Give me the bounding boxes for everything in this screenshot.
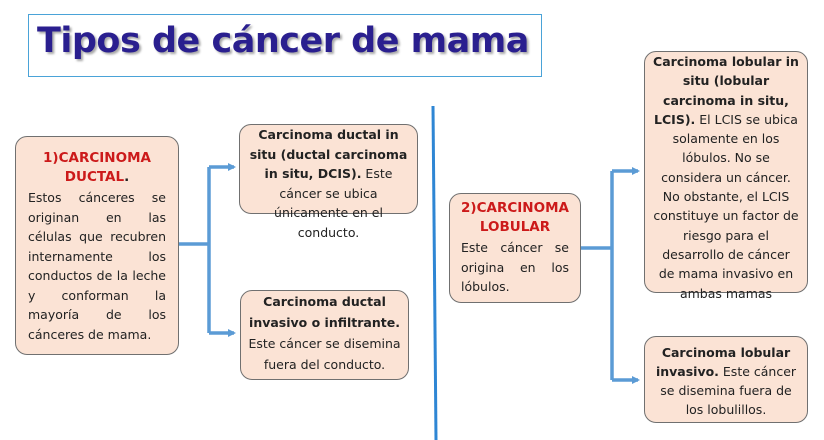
ductal-name-2: DUCTAL [64,169,125,185]
lobular-name-2: LOBULAR [479,219,551,235]
ductal-child-2-text: Este cáncer se disemina fuera del conduc… [248,336,401,372]
title-box: Tipos de cáncer de mama [28,14,542,77]
lobular-child-1-text: El LCIS se ubica solamente en los lóbulo… [653,111,799,301]
lobular-child-box-2: Carcinoma lobular invasivo. Este cáncer … [644,336,808,423]
lobular-child-2-title: Carcinoma lobular invasivo. [655,345,791,379]
ductal-connector [179,163,236,337]
ductal-dot: . [124,169,130,185]
page-title: Tipos de cáncer de mama [37,21,529,61]
ductal-child-2-title: Carcinoma ductal invasivo o infiltrante. [249,294,400,330]
lobular-heading: 2)CARCINOMA LOBULAR [461,199,569,237]
ductal-child-1-text: Este cáncer se ubica únicamente en el co… [274,166,393,240]
ductal-name-1: CARCINOMA [58,150,151,166]
lobular-main-box: 2)CARCINOMA LOBULAR Este cáncer se origi… [449,193,581,303]
lobular-child-box-1: Carcinoma lobular in situ (lobular carci… [644,51,808,301]
ductal-heading: 1)CARCINOMA DUCTAL. [28,149,166,187]
ductal-child-box-2: Carcinoma ductal invasivo o infiltrante.… [240,290,409,380]
ductal-main-box: 1)CARCINOMA DUCTAL. Estos cánceres se or… [15,136,179,355]
ductal-description: Estos cánceres se originan en las célula… [28,190,166,342]
lobular-connector [581,167,640,384]
lobular-child-1-title: Carcinoma lobular in situ (lobular carci… [653,54,799,127]
lobular-name-1: CARCINOMA [476,200,569,216]
ductal-number: 1) [43,150,59,166]
ductal-child-box-1: Carcinoma ductal in situ (ductal carcino… [239,124,418,240]
lobular-number: 2) [461,200,477,216]
lobular-description: Este cáncer se origina en los lóbulos. [461,240,569,294]
lobular-child-2-text: Este cáncer se disemina fuera de los lob… [660,364,797,417]
ductal-child-1-title: Carcinoma ductal in situ (ductal carcino… [249,127,408,181]
center-divider [431,105,438,440]
